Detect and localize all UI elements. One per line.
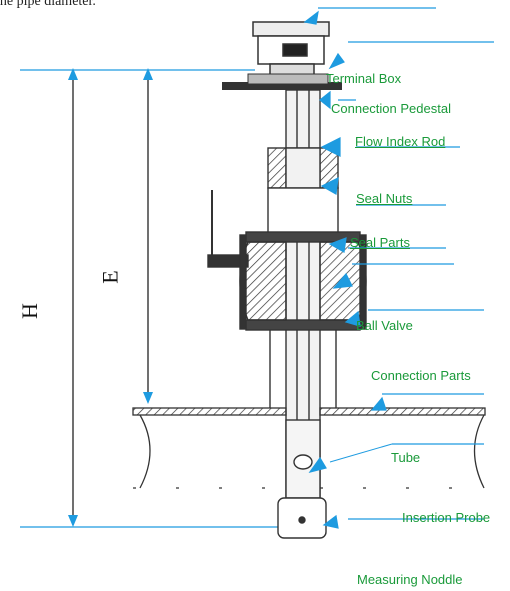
label-tube: Tube xyxy=(391,450,421,465)
connection-parts-shape xyxy=(269,330,337,408)
label-terminal-box: Terminal Box xyxy=(326,71,402,86)
pipe-wall xyxy=(132,407,486,489)
label-connection-parts: Connection Parts xyxy=(371,368,471,383)
dimension-h-label: H xyxy=(16,303,42,319)
callout-arrows xyxy=(303,7,494,529)
dimension-e-label: E xyxy=(97,270,123,284)
label-ball-valve: Ball Valve xyxy=(356,318,413,333)
label-flow-index-rod: Flow Index Rod xyxy=(355,134,446,149)
seal-nut-housing xyxy=(267,147,339,234)
label-connection-pedestal: Connection Pedestal xyxy=(331,101,451,116)
label-seal-parts: Seal Parts xyxy=(350,235,410,250)
terminal-box-shape xyxy=(252,21,330,77)
label-measuring-noddle: Measuring Noddle xyxy=(357,572,463,587)
pedestal-flange xyxy=(222,82,342,90)
label-insertion-probe: Insertion Probe xyxy=(402,510,491,525)
ball-valve-shape xyxy=(207,190,367,331)
dimension-h xyxy=(20,68,290,528)
insertion-probe-shape xyxy=(277,419,327,539)
caption-fragment: the pipe diameter. xyxy=(0,0,96,9)
label-seal-nuts: Seal Nuts xyxy=(356,191,413,206)
